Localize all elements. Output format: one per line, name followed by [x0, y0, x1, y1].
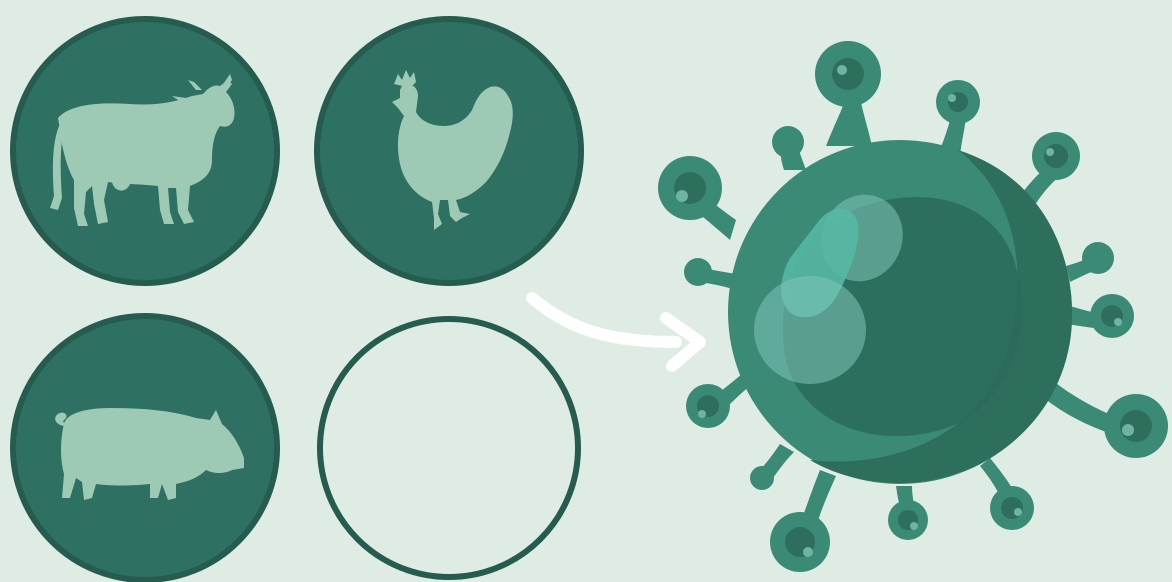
pig-circle — [13, 316, 277, 580]
virus-highlight-large — [754, 276, 866, 384]
empty-circle — [320, 319, 578, 577]
virus-icon — [658, 41, 1168, 572]
chicken-circle — [317, 19, 581, 283]
arrow-icon — [532, 298, 700, 366]
cow-circle — [13, 19, 277, 283]
empty-circle-icon — [320, 319, 578, 577]
